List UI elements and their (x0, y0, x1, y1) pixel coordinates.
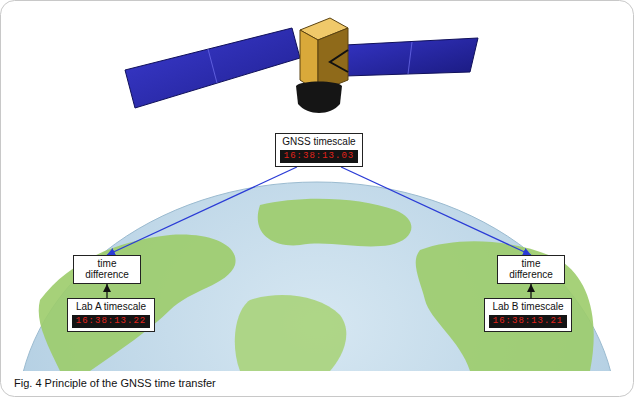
satellite-illustration (125, 18, 478, 113)
box-label: Lab A timescale (72, 301, 150, 313)
box-label: Lab B timescale (489, 301, 567, 313)
clock-display: 16:38:13.22 (72, 315, 150, 328)
box-label: time difference (502, 258, 560, 280)
difference-box: time difference (497, 255, 565, 284)
timescale-box: GNSS timescale 16:38:13.03 (275, 133, 363, 167)
box-label: GNSS timescale (280, 136, 358, 148)
box-label: time difference (78, 258, 136, 280)
connector-arrow (106, 284, 107, 298)
figure-caption: Fig. 4 Principle of the GNSS time transf… (12, 377, 218, 389)
clock-display: 16:38:13.03 (280, 150, 358, 163)
connector-arrow (341, 167, 531, 255)
timescale-box: Lab B timescale 16:38:13.21 (484, 298, 572, 332)
timescale-box: Lab A timescale 16:38:13.22 (67, 298, 155, 332)
difference-box: time difference (73, 255, 141, 284)
connector-arrow (530, 284, 531, 298)
clock-display: 16:38:13.21 (489, 315, 567, 328)
globe (17, 182, 617, 371)
connector-arrow (107, 167, 297, 255)
